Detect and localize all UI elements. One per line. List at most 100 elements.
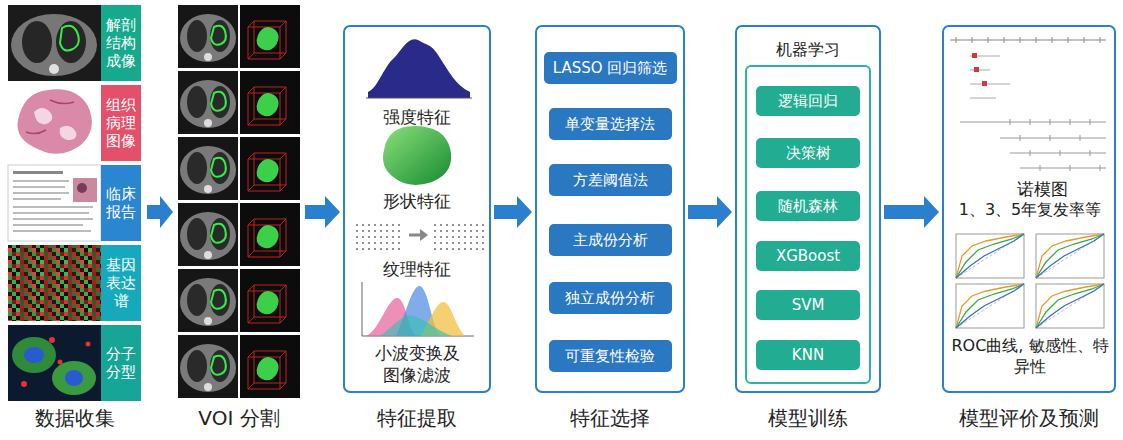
method-box: LASSO 回归筛选 bbox=[544, 52, 677, 84]
histology-image-part bbox=[17, 89, 91, 154]
tag-text: 基因表达谱 bbox=[106, 256, 136, 310]
figure-label: 纹理特征 bbox=[347, 258, 487, 280]
flow-arrow bbox=[688, 196, 732, 228]
roc-images-part bbox=[1036, 234, 1104, 278]
cell-image-part bbox=[8, 325, 101, 401]
cell-image-part bbox=[24, 347, 44, 363]
tag-text: 分子分型 bbox=[106, 345, 136, 381]
method-box: 方差阈值法 bbox=[549, 164, 672, 196]
box-text: 独立成份分析 bbox=[565, 289, 655, 308]
voi-images-part bbox=[178, 335, 300, 398]
cell-image-part bbox=[86, 342, 91, 347]
report-image-part bbox=[13, 186, 65, 188]
stage-group: VOI 分割 bbox=[176, 5, 302, 436]
stage-caption: VOI 分割 bbox=[176, 404, 302, 432]
wavelet-icon-part bbox=[380, 315, 452, 336]
box-text: 方差阈值法 bbox=[573, 171, 648, 190]
method-box: 独立成份分析 bbox=[549, 282, 672, 314]
stage-caption: 模型评价及预测 bbox=[942, 404, 1116, 432]
tag-text: 解剖结构成像 bbox=[106, 16, 136, 70]
model-box: 随机森林 bbox=[756, 191, 860, 221]
heatmap-image bbox=[8, 245, 101, 321]
model-box: 决策树 bbox=[756, 138, 860, 168]
nomogram-image-part bbox=[970, 70, 990, 71]
figure-label: 强度特征 bbox=[347, 106, 487, 128]
report-image-part bbox=[13, 192, 69, 194]
nomogram-image-part bbox=[1020, 168, 1106, 169]
report-image-part bbox=[13, 171, 63, 174]
ct-image-part bbox=[11, 14, 97, 76]
flow-arrow bbox=[147, 196, 173, 228]
data-type-tag: 组织病理图像 bbox=[101, 85, 141, 161]
stage-panel: 模型训练机器学习逻辑回归决策树随机森林XGBoostSVMKNN bbox=[735, 25, 881, 436]
report-image bbox=[8, 165, 101, 241]
cell-image-part bbox=[58, 360, 63, 365]
flow-arrow bbox=[305, 196, 340, 228]
group-heading: 机器学习 bbox=[745, 35, 871, 65]
nomogram-image-part bbox=[1010, 119, 1100, 171]
nomogram-image-part bbox=[1000, 138, 1106, 139]
voi-images-part bbox=[178, 269, 300, 332]
method-box: 可重复性检验 bbox=[549, 340, 672, 372]
report-image-part bbox=[77, 183, 87, 193]
nomogram-image-part bbox=[974, 67, 979, 72]
flow-arrow bbox=[494, 196, 532, 228]
ct-image-part bbox=[56, 21, 86, 63]
figure-label: ROC曲线, 敏感性、特异性 bbox=[950, 336, 1110, 378]
cell-image-part bbox=[21, 381, 27, 387]
box-text: 随机森林 bbox=[778, 197, 838, 216]
method-box: 单变量选择法 bbox=[549, 108, 672, 140]
report-image-part bbox=[13, 224, 83, 226]
method-group: 机器学习逻辑回归决策树随机森林XGBoostSVMKNN bbox=[745, 35, 871, 384]
histology-image-part bbox=[34, 108, 76, 140]
nomogram-image-part bbox=[960, 122, 1106, 123]
data-type-tag: 基因表达谱 bbox=[101, 245, 141, 321]
wavelet-icon bbox=[362, 282, 474, 336]
histology-image-part bbox=[8, 85, 101, 161]
cell-image-part bbox=[65, 370, 83, 386]
box-text: LASSO 回归筛选 bbox=[553, 59, 668, 78]
figure-label: 形状特征 bbox=[347, 190, 487, 212]
box-text: 主成份分析 bbox=[573, 231, 648, 250]
roc-images-part bbox=[956, 284, 1024, 328]
model-box: SVM bbox=[756, 290, 860, 320]
ct-image-part bbox=[60, 26, 79, 51]
heatmap-image-part bbox=[8, 245, 101, 321]
box-text: XGBoost bbox=[776, 247, 840, 265]
voi-images-part bbox=[178, 137, 300, 200]
report-image-part bbox=[13, 218, 93, 220]
model-box: XGBoost bbox=[756, 241, 860, 271]
report-image-part bbox=[13, 230, 91, 232]
report-image-part bbox=[73, 178, 97, 202]
method-box: 主成份分析 bbox=[549, 224, 672, 256]
nomogram-image-part bbox=[950, 40, 1106, 41]
voi-images bbox=[178, 5, 300, 398]
data-type-tag: 解剖结构成像 bbox=[101, 5, 141, 81]
voi-images-part bbox=[178, 5, 300, 68]
nomogram-image-part bbox=[982, 81, 987, 86]
box-text: 决策树 bbox=[786, 144, 831, 163]
stage-caption: 特征选择 bbox=[535, 404, 685, 432]
texture-icon-part bbox=[352, 220, 404, 250]
ct-image bbox=[8, 5, 101, 81]
nomogram-image-part bbox=[1010, 153, 1106, 154]
ct-image-part bbox=[8, 5, 101, 81]
wavelet-icon-part bbox=[362, 282, 363, 336]
flow-arrow bbox=[884, 196, 939, 228]
stage-panel: 特征选择 LASSO 回归筛选单变量选择法方差阈值法主成份分析独立成份分析可重复性… bbox=[535, 25, 685, 436]
stage-caption: 模型训练 bbox=[735, 404, 881, 432]
roc-images-part bbox=[1036, 284, 1104, 328]
histogram-icon-part bbox=[368, 39, 470, 98]
cell-image-part bbox=[49, 337, 55, 343]
tag-text: 组织病理图像 bbox=[106, 96, 136, 150]
roc-images-part bbox=[956, 234, 1024, 278]
cell-image-part bbox=[52, 361, 96, 395]
texture-icon-part bbox=[420, 229, 428, 241]
cell-image bbox=[8, 325, 101, 401]
texture-icon-part bbox=[409, 234, 420, 237]
figure-label: 诺模图 bbox=[982, 178, 1102, 200]
ct-image-part bbox=[49, 64, 59, 74]
model-box: 逻辑回归 bbox=[756, 86, 860, 116]
roc-images bbox=[956, 234, 1104, 328]
box-text: 逻辑回归 bbox=[778, 92, 838, 111]
